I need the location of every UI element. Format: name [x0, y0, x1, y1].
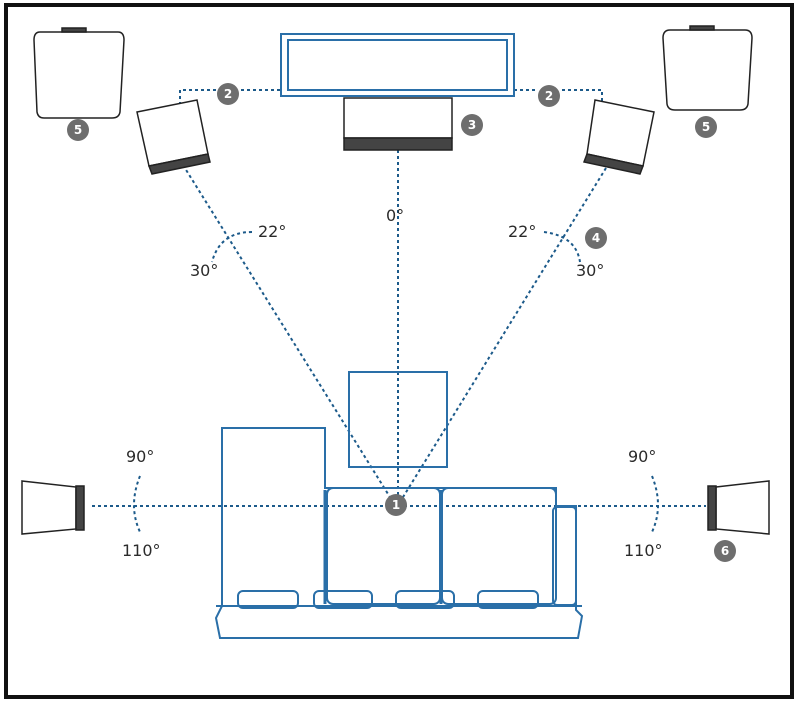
- angle-label-left-side-bottom: 110°: [122, 541, 161, 560]
- coffee-table: [348, 371, 448, 468]
- surround-left-speaker: [21, 480, 85, 535]
- svg-text:6: 6: [721, 544, 729, 558]
- front-left-speaker: [136, 99, 211, 175]
- badge-listener: 1: [385, 494, 407, 516]
- svg-text:5: 5: [74, 123, 82, 137]
- badge-front-right: 2: [538, 85, 560, 107]
- arc-left-side: [133, 475, 141, 533]
- top-right-speaker: [662, 25, 753, 111]
- arc-left-front: [211, 231, 253, 263]
- sofa-arm-right: [552, 506, 577, 606]
- top-left-speaker-grille: [61, 27, 87, 33]
- sofa-cushion-4: [477, 590, 539, 609]
- svg-text:2: 2: [545, 89, 553, 103]
- svg-text:4: 4: [592, 231, 600, 245]
- top-left-speaker-body: [33, 31, 125, 119]
- sofa-cushion-2: [313, 590, 373, 609]
- angle-label-center: 0°: [386, 206, 404, 225]
- svg-text:1: 1: [392, 498, 400, 512]
- svg-text:5: 5: [702, 120, 710, 134]
- tv-screen: [280, 33, 515, 97]
- surround-left-base: [75, 485, 85, 531]
- center-speaker-body: [343, 97, 453, 139]
- angle-label-left-side-top: 90°: [126, 447, 154, 466]
- sofa-cushion-1: [237, 590, 299, 609]
- badge-top-left: 5: [67, 119, 89, 141]
- angle-label-right-side-bottom: 110°: [624, 541, 663, 560]
- line-front-right-bracket: [562, 89, 603, 105]
- top-right-speaker-grille: [689, 25, 715, 31]
- angle-label-right-outer: 30°: [576, 261, 604, 280]
- center-speaker: [343, 97, 453, 151]
- surround-left-body: [21, 480, 77, 535]
- front-right-speaker: [582, 99, 655, 175]
- angle-label-right-inner: 22°: [508, 222, 536, 241]
- surround-right-base: [707, 485, 717, 531]
- badge-top-right: 5: [695, 116, 717, 138]
- angle-label-left-outer: 30°: [190, 261, 218, 280]
- svg-text:2: 2: [224, 87, 232, 101]
- sofa-body: [214, 427, 584, 639]
- diagram-frame: [4, 3, 794, 699]
- tv-outer: [280, 33, 515, 97]
- surround-right-speaker: [707, 480, 770, 535]
- tv-inner: [287, 39, 508, 91]
- top-left-speaker: [33, 27, 125, 119]
- center-speaker-base: [343, 137, 453, 151]
- angle-label-right-side-top: 90°: [628, 447, 656, 466]
- svg-text:3: 3: [468, 118, 476, 132]
- line-front-left-bracket: [179, 89, 216, 105]
- line-front-right-to-listener: [399, 167, 607, 503]
- sofa-cushion-3: [395, 590, 455, 609]
- badge-front-left: 2: [217, 83, 239, 105]
- front-right-speaker-base: [582, 153, 645, 175]
- top-right-speaker-body: [662, 29, 753, 111]
- surround-right-body: [715, 480, 770, 535]
- badge-center: 3: [461, 114, 483, 136]
- front-left-speaker-base: [147, 153, 211, 175]
- line-front-left-to-listener: [182, 164, 394, 503]
- badge-surround-right: 6: [714, 540, 736, 562]
- arc-right-side: [651, 475, 659, 533]
- badge-front-right-angle: 4: [585, 227, 607, 249]
- arc-right-front: [543, 231, 581, 263]
- sofa: [214, 427, 584, 639]
- angle-label-left-inner: 22°: [258, 222, 286, 241]
